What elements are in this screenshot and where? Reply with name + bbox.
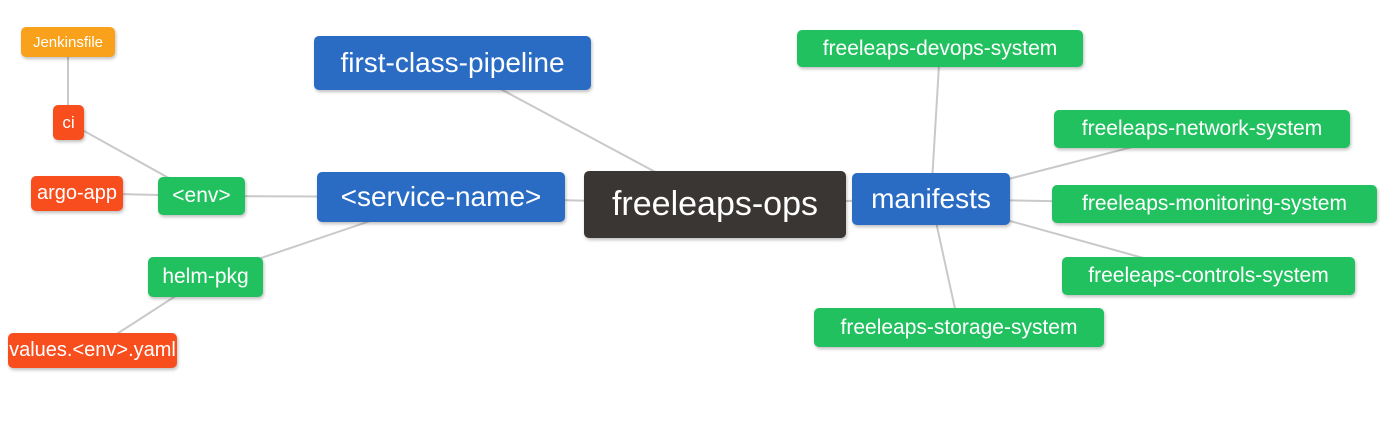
node-freeleaps-ops-root[interactable]: freeleaps-ops <box>584 171 846 238</box>
node-jenkinsfile[interactable]: Jenkinsfile <box>21 27 115 57</box>
node-service-name[interactable]: <service-name> <box>317 172 565 222</box>
node-storage-system[interactable]: freeleaps-storage-system <box>814 308 1104 347</box>
node-monitoring-system[interactable]: freeleaps-monitoring-system <box>1052 185 1377 223</box>
node-first-class-pipeline[interactable]: first-class-pipeline <box>314 36 591 90</box>
node-values-env-yaml[interactable]: values.<env>.yaml <box>8 333 177 368</box>
node-argo-app[interactable]: argo-app <box>31 176 123 211</box>
node-ci[interactable]: ci <box>53 105 84 140</box>
node-manifests[interactable]: manifests <box>852 173 1010 225</box>
node-controls-system[interactable]: freeleaps-controls-system <box>1062 257 1355 295</box>
node-helm-pkg[interactable]: helm-pkg <box>148 257 263 297</box>
node-devops-system[interactable]: freeleaps-devops-system <box>797 30 1083 67</box>
node-env[interactable]: <env> <box>158 177 245 215</box>
node-network-system[interactable]: freeleaps-network-system <box>1054 110 1350 148</box>
